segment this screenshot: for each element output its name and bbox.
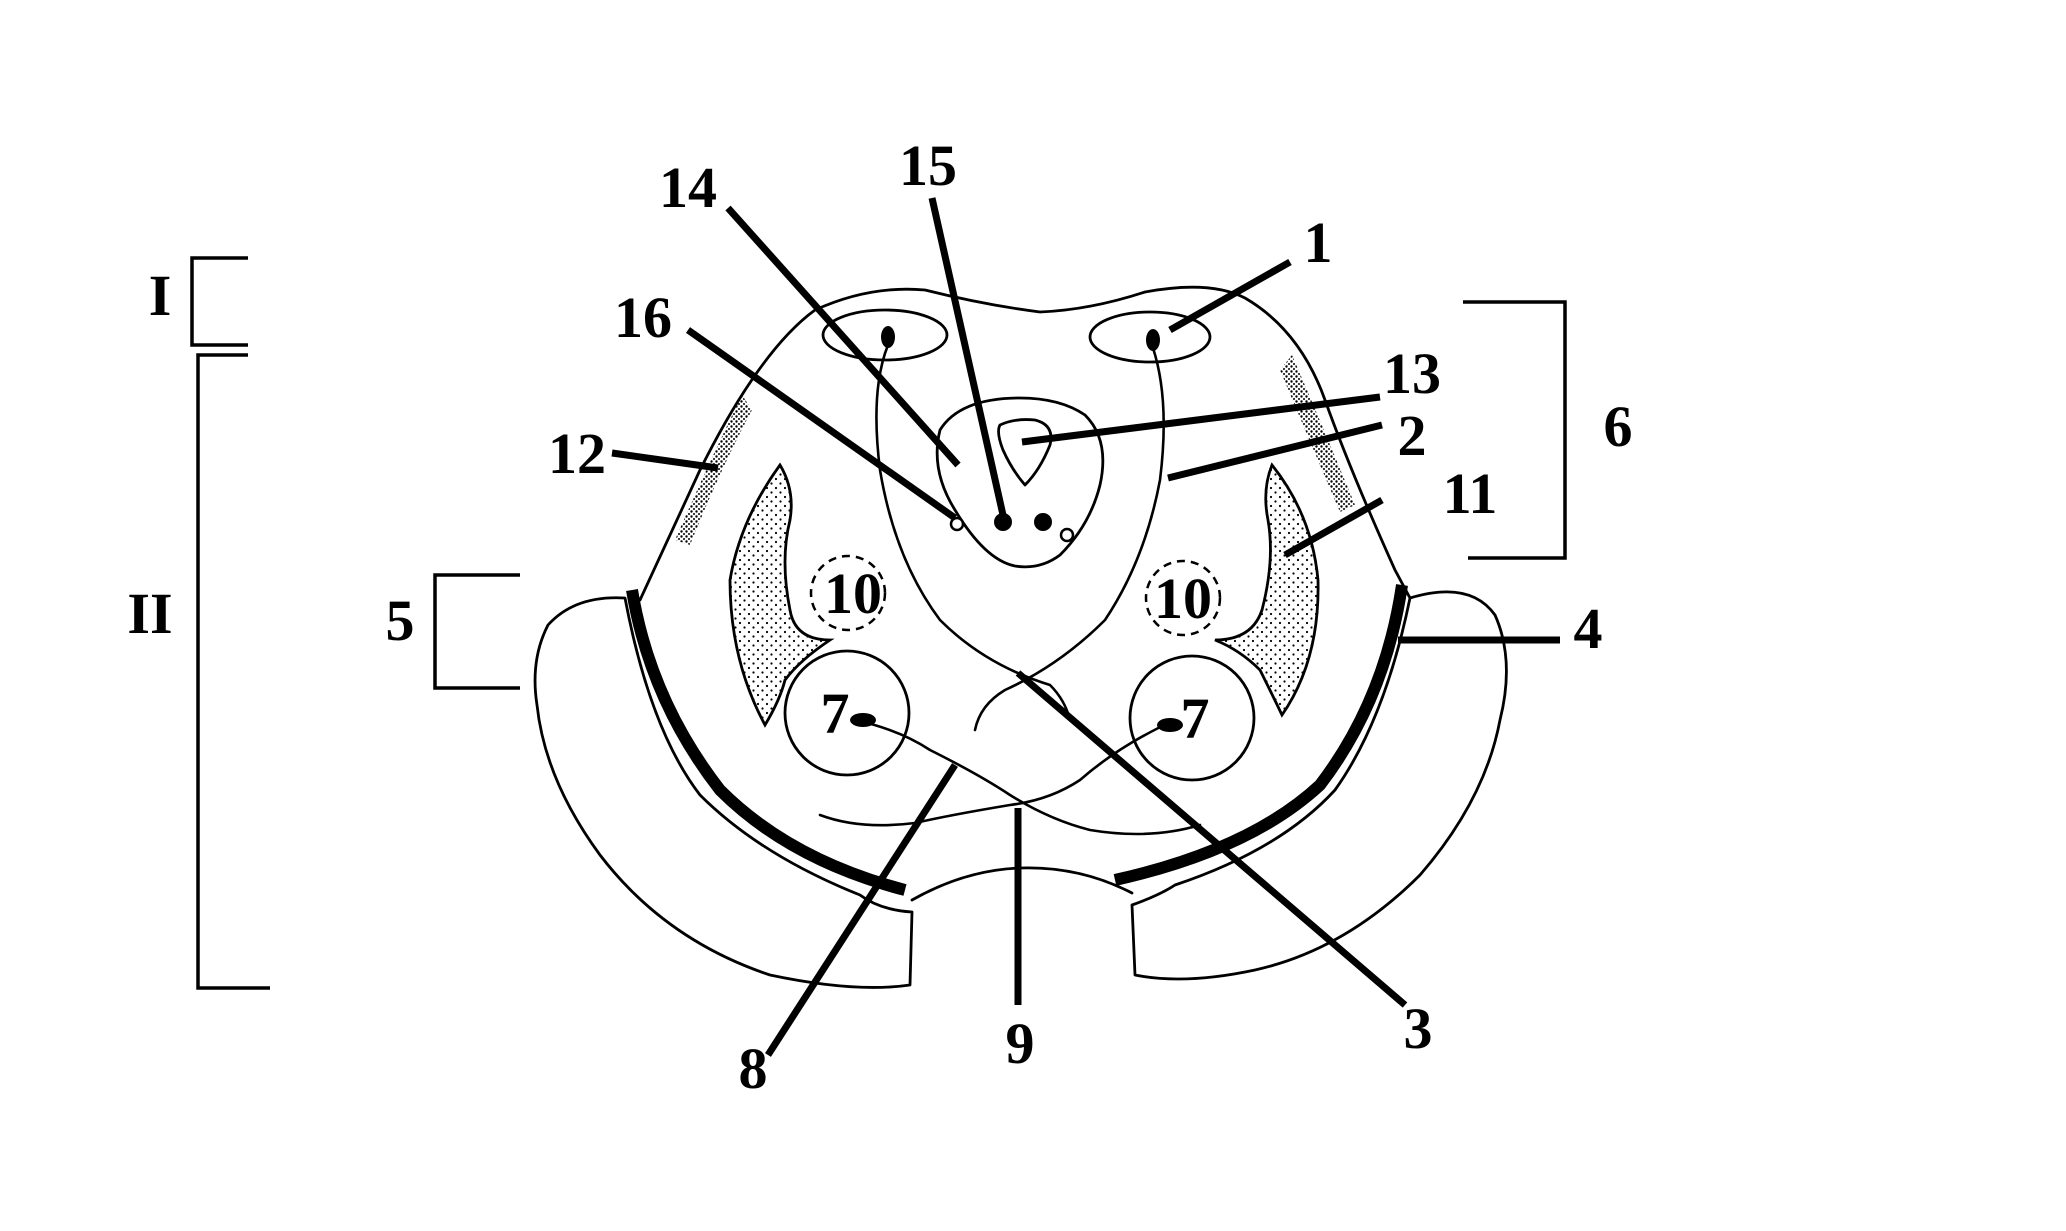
left-colliculus xyxy=(821,308,949,362)
interpeduncular-fossa xyxy=(910,866,1134,902)
bracket-II xyxy=(196,353,270,990)
right-stippled-edge xyxy=(1280,355,1355,512)
label-2: 2 xyxy=(1398,403,1427,468)
nuclei xyxy=(783,554,1256,782)
leader-1 xyxy=(1168,258,1292,334)
label-14: 14 xyxy=(659,155,717,220)
central-grey xyxy=(935,396,1105,569)
left-red-nucleus-origin xyxy=(850,713,876,727)
tegmentum-outline xyxy=(638,285,1412,602)
section-outline xyxy=(533,285,1508,989)
label-I: I xyxy=(149,263,172,328)
left-red-nucleus xyxy=(783,649,911,777)
label-4: 4 xyxy=(1574,596,1603,661)
label-7-left: 7 xyxy=(821,681,850,746)
left-black-band xyxy=(626,589,907,896)
label-10-right: 10 xyxy=(1154,566,1212,631)
right-red-nucleus xyxy=(1128,654,1256,782)
leader-13 xyxy=(1021,393,1381,446)
left-cerebral-peduncle xyxy=(533,596,914,989)
label-1: 1 xyxy=(1304,210,1333,275)
label-5: 5 xyxy=(386,588,415,653)
brackets xyxy=(190,256,1567,990)
bracket-I xyxy=(190,256,248,347)
leader-3 xyxy=(1015,670,1408,1008)
leader-2 xyxy=(1167,421,1383,482)
right-tectospinal-fiber xyxy=(973,346,1165,732)
right-colliculus-nucleus xyxy=(1146,329,1160,351)
right-cerebral-peduncle xyxy=(1130,590,1508,981)
label-11: 11 xyxy=(1443,461,1498,526)
label-II: II xyxy=(127,581,172,646)
label-10-left: 10 xyxy=(824,561,882,626)
right-black-band xyxy=(1113,584,1408,886)
left-substantia-nigra xyxy=(728,462,835,728)
left-colliculus-nucleus xyxy=(881,326,895,348)
label-8: 8 xyxy=(739,1036,768,1101)
label-6: 6 xyxy=(1604,394,1633,459)
accessory-nucleus-right xyxy=(1059,527,1075,543)
accessory-nucleus-left xyxy=(949,516,965,532)
label-7-right: 7 xyxy=(1181,686,1210,751)
leader-14 xyxy=(725,205,961,468)
bracket-6 xyxy=(1463,300,1567,560)
oculomotor-nucleus-right xyxy=(1034,513,1052,531)
label-13: 13 xyxy=(1383,341,1441,406)
leader-8 xyxy=(765,763,958,1057)
left-rubrospinal-fiber xyxy=(853,718,1202,836)
left-dashed-nucleus xyxy=(809,554,887,632)
bracket-5 xyxy=(433,573,520,690)
label-15: 15 xyxy=(899,133,957,198)
right-substantia-nigra xyxy=(1214,462,1320,718)
periaqueductal-grey xyxy=(935,396,1105,569)
leader-lines xyxy=(611,197,1560,1057)
cerebral-aqueduct xyxy=(997,418,1053,487)
oculomotor-nucleus-left xyxy=(994,513,1012,531)
leader-11 xyxy=(1283,496,1384,559)
labels: 1 2 3 4 5 6 7 7 8 9 10 10 11 12 13 14 15… xyxy=(127,133,1632,1101)
label-9: 9 xyxy=(1006,1011,1035,1076)
label-3: 3 xyxy=(1404,996,1433,1061)
leader-12 xyxy=(611,449,719,472)
right-red-nucleus-origin xyxy=(1157,718,1183,732)
right-colliculus xyxy=(1088,310,1212,364)
substantia-nigra xyxy=(728,462,1320,728)
right-dashed-nucleus xyxy=(1144,559,1222,637)
leader-15 xyxy=(928,197,1007,516)
leader-16 xyxy=(685,327,958,521)
colliculi xyxy=(821,308,1212,364)
label-12: 12 xyxy=(548,421,606,486)
label-16: 16 xyxy=(614,285,672,350)
right-rubrospinal-fiber xyxy=(818,718,1177,827)
left-tectospinal-fiber xyxy=(875,343,1072,722)
